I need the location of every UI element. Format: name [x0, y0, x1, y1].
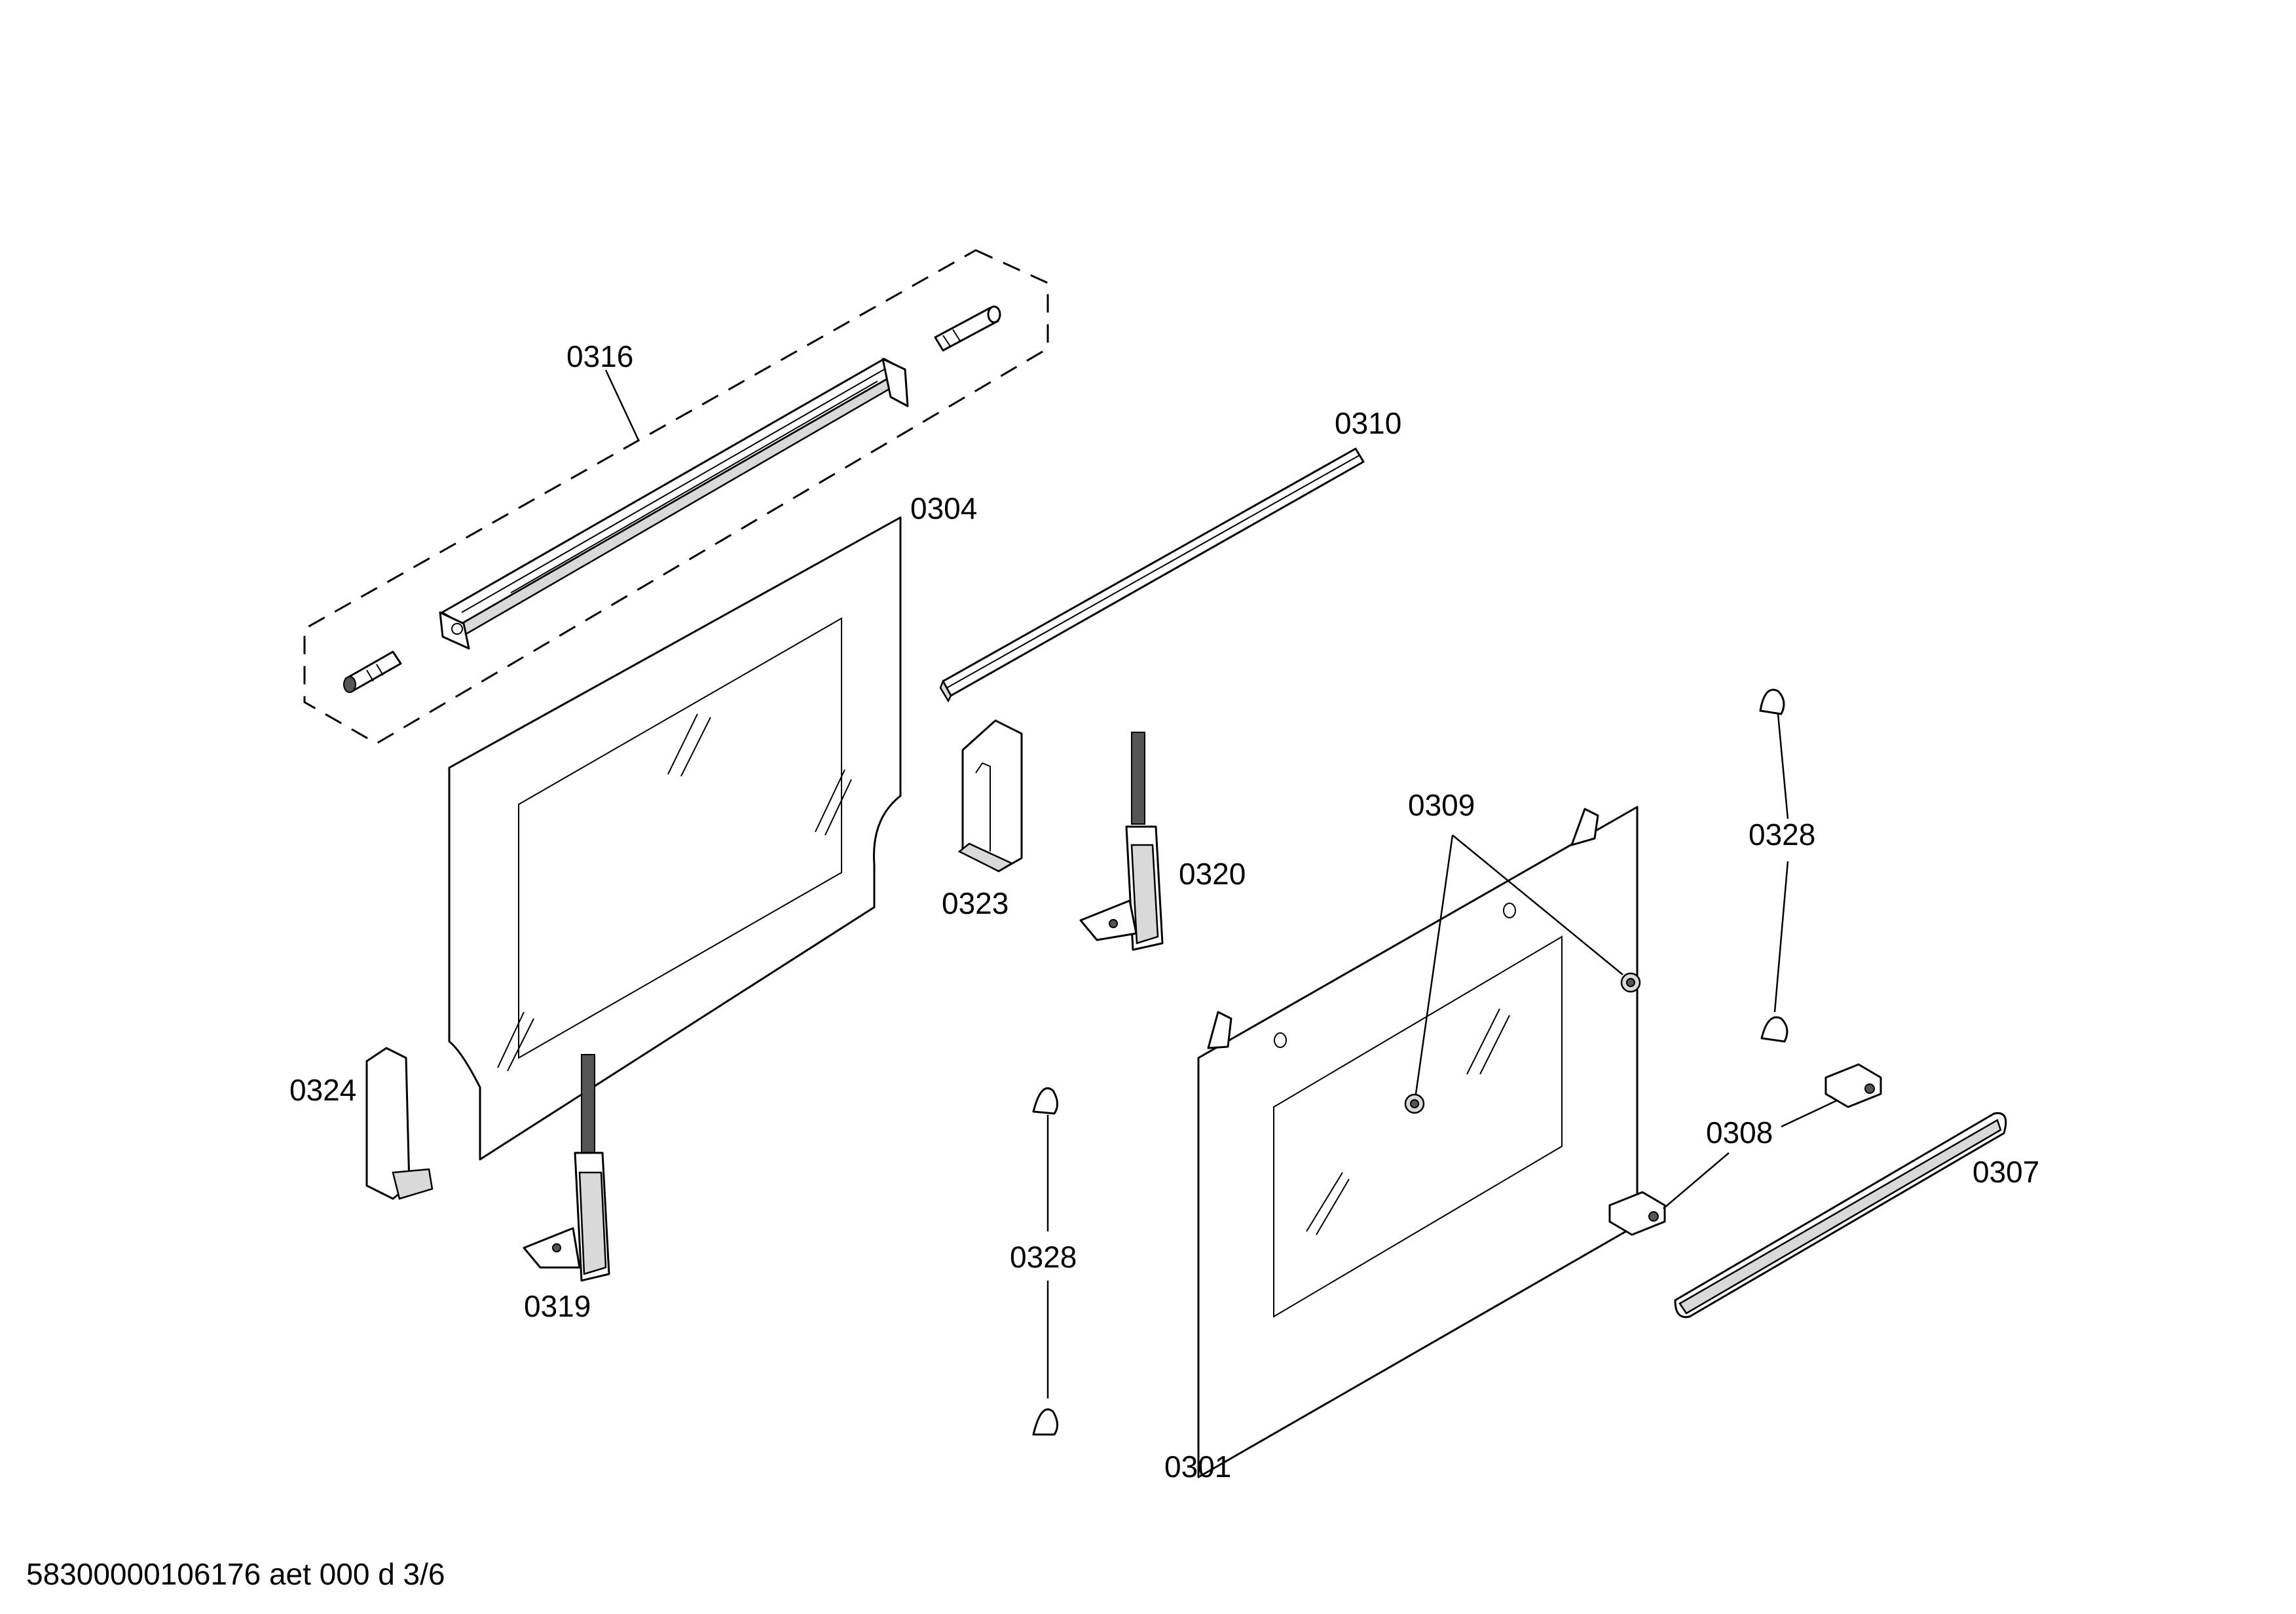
pin-right — [934, 305, 1001, 352]
part-0323-hinge-cover — [957, 719, 1023, 873]
label-0301: 0301 — [1164, 1450, 1231, 1484]
part-0328-clips-top — [1759, 688, 1789, 1043]
label-0324: 0324 — [289, 1073, 356, 1107]
label-0304: 0304 — [910, 491, 977, 525]
part-0307-handle-bar — [1674, 1112, 2007, 1319]
part-0304-inner-glass — [448, 516, 902, 1161]
part-0310-top-seal-bar — [939, 447, 1365, 703]
part-0328-clips-bottom — [1032, 1087, 1058, 1436]
part-0320-hinge — [1079, 732, 1164, 951]
label-0328-bottom: 0328 — [1010, 1240, 1077, 1274]
label-0320: 0320 — [1179, 857, 1246, 891]
label-0323: 0323 — [942, 886, 1009, 920]
top-trim-rail — [439, 358, 909, 650]
drawing-reference-footer: 58300000106176 aet 000 d 3/6 — [26, 1557, 445, 1591]
label-0308: 0308 — [1706, 1116, 1773, 1150]
label-0319: 0319 — [524, 1289, 591, 1323]
part-0309-screws — [1404, 835, 1641, 1114]
label-0316: 0316 — [566, 339, 633, 373]
part-0308-blocks — [1608, 1063, 1882, 1236]
part-0316-assembly — [303, 249, 1049, 745]
part-0319-hinge — [523, 1054, 610, 1282]
pin-left — [343, 650, 402, 693]
part-0324-hinge-cover — [365, 1047, 434, 1200]
label-0309: 0309 — [1408, 788, 1475, 822]
label-0328-top: 0328 — [1749, 817, 1815, 852]
label-0310: 0310 — [1335, 406, 1401, 440]
part-0301-outer-door — [1197, 806, 1639, 1478]
label-0307: 0307 — [1972, 1155, 2039, 1189]
